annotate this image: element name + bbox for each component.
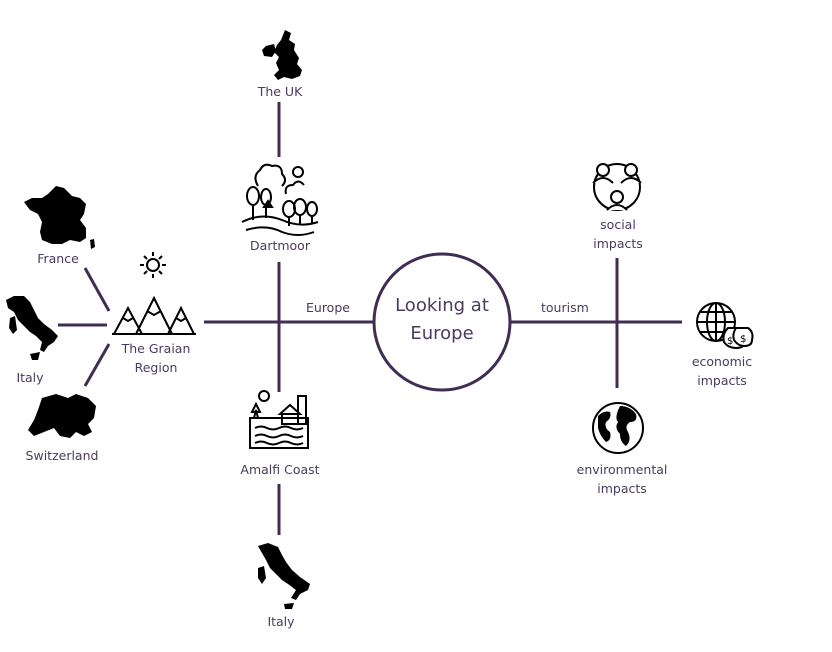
node-label-economic: economic impacts: [684, 352, 760, 390]
node-label-dartmoor: Dartmoor: [250, 238, 310, 253]
node-label-switzerland: Switzerland: [25, 448, 99, 463]
node-label-france: France: [37, 251, 79, 266]
connector-switzerland: [83, 343, 111, 387]
svg-text:$: $: [727, 336, 733, 347]
earth-globe-icon: [592, 402, 644, 454]
center-title-line2: Europe: [410, 323, 474, 344]
france-map-icon: [24, 186, 95, 249]
environmental-line2: impacts: [597, 481, 647, 496]
connector-france: [83, 267, 111, 312]
switzerland-map-icon: [28, 394, 96, 438]
node-label-italy-bottom: Italy: [267, 614, 295, 629]
edge-label-europe: Europe: [306, 300, 350, 315]
uk-map-icon: [262, 30, 302, 80]
social-line2: impacts: [593, 236, 643, 251]
node-label-graian: The Graian Region: [110, 339, 202, 377]
economic-line2: impacts: [697, 373, 747, 388]
people-group-icon: [592, 163, 642, 211]
mountains-icon: [112, 295, 196, 335]
graian-line1: The Graian: [121, 341, 191, 356]
coastal-village-icon: [249, 390, 309, 449]
sun-icon: [140, 252, 166, 278]
moorland-trees-icon: [241, 163, 319, 236]
edge-label-tourism: tourism: [541, 300, 589, 315]
environmental-line1: environmental: [576, 462, 668, 477]
center-title-line1: Looking at: [395, 295, 489, 316]
italy-map-icon: [6, 296, 58, 360]
node-label-uk: The UK: [257, 84, 303, 99]
node-label-amalfi: Amalfi Coast: [240, 462, 320, 477]
italy-map-icon: [258, 543, 310, 609]
center-node-circle: [372, 252, 512, 392]
graian-line2: Region: [134, 360, 178, 375]
globe-money-icon: $ $: [696, 302, 754, 350]
center-node-title: Looking at Europe: [374, 292, 510, 348]
svg-text:$: $: [740, 334, 746, 345]
economic-line1: economic: [691, 354, 753, 369]
node-label-environmental: environmental impacts: [566, 460, 678, 498]
node-label-social: social impacts: [580, 215, 656, 253]
node-label-italy-left: Italy: [16, 370, 44, 385]
social-line1: social: [600, 217, 636, 232]
